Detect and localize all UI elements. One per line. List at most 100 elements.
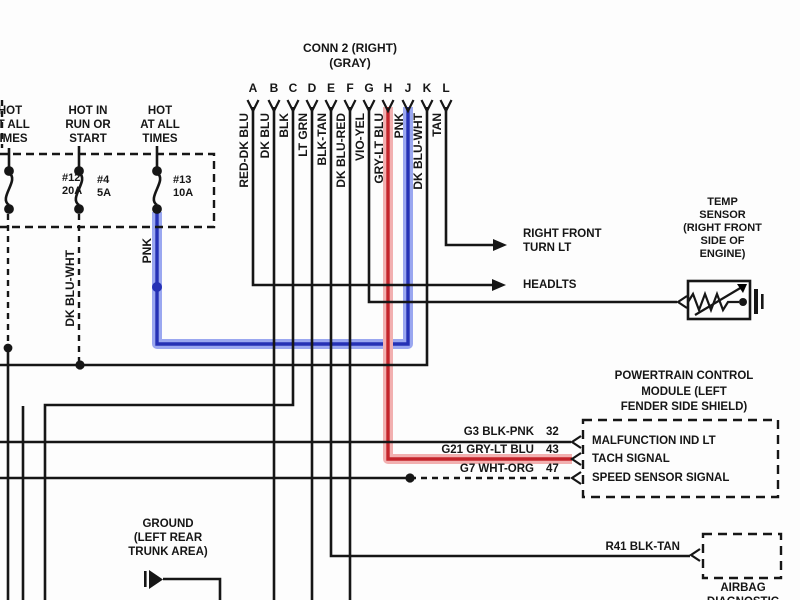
temp-sensor-ground-bar1 [754,289,758,314]
circuit-label: G21 GRY-LT BLU [441,444,534,456]
pin-letter-c: C [288,81,298,95]
pin-fork [401,99,415,114]
pcm-pin32-fork [570,435,582,449]
airbag-title-line: DIAGNOSTIC [682,595,800,600]
fuse12-element [4,171,14,207]
wire-label-pinC: BLK [277,113,291,138]
connector-title-line2: (GRAY) [329,56,371,70]
wire-label-pinG: VIO-YEL [353,113,367,162]
tach-wire-core [386,107,572,461]
power-label-2: HOT IN RUN OR START [38,104,138,146]
pin-letter-e: E [326,81,335,95]
connector-pin-terminals [246,99,453,114]
pin-letter-d: D [307,81,317,95]
temp-sensor-line: ENGINE) [699,248,746,260]
wire-pinA-headlts [251,107,492,287]
power-label-line: START [69,133,107,145]
pcm-signal-tach: TACH SIGNAL [592,453,670,465]
fuse12-bottom-terminal [4,204,14,214]
fuse-id: #12 [62,172,81,184]
circuit-label: G7 WHT-ORG [459,463,534,475]
pin-fork [286,99,300,114]
ground-label-line: GROUND [142,518,194,530]
right-front-turn-label: RIGHT FRONT TURN LT [523,227,602,255]
pcm-circuit-row-43: G21 GRY-LT BLU 43 [320,444,568,456]
right-front-turn-line2: TURN LT [523,242,572,254]
temp-sensor-line: TEMP [707,196,738,208]
wire-label-pinL: TAN [430,113,444,137]
ground-bar [144,571,147,587]
power-label-line: HOT [147,105,173,117]
fuse13-label: #13 10A [173,174,193,200]
pin-fork [381,99,395,114]
pin-fork [420,99,434,114]
right-front-turn-line1: RIGHT FRONT [523,228,602,240]
pin-fork [305,99,319,114]
wire-ground-run [163,577,222,600]
headlts-label: HEADLTS [523,279,577,291]
junction-dot-whtorg [405,473,415,483]
pin-fork [439,99,453,114]
pcm-title-line: POWERTRAIN CONTROL [614,370,754,382]
ground-symbol [144,570,163,589]
temp-sensor-resistor [687,290,739,314]
connector-title: CONN 2 (RIGHT) (GRAY) [272,41,428,71]
pin-fork [246,99,260,114]
pcm-box [581,418,780,499]
airbag-box [701,532,783,580]
fuse-id: #13 [173,174,192,186]
temp-sensor-fork [676,295,688,309]
temp-sensor-line: SENSOR [699,209,746,221]
junction-dot-dkbluwht [75,360,85,370]
wire-pinG-tempsensor [367,107,677,304]
power-label-line: AT ALL [0,119,30,131]
power-label-line: AT ALL [140,119,180,131]
airbag-title: AIRBAG DIAGNOSTIC [682,581,800,600]
pcm-signal-speed: SPEED SENSOR SIGNAL [592,472,730,484]
pcm-title-line: FENDER SIDE SHIELD) [620,401,748,413]
wire-pinK-dkbluwht [0,107,429,367]
wire-label-pinD: LT GRN [296,113,310,157]
power-label-line: HOT IN [68,105,108,117]
temp-sensor-terminal-dot [739,298,747,306]
black-wires [0,107,690,600]
circuit-label: G3 BLK-PNK [463,426,534,438]
wire-label-pinB: DK BLU [258,113,272,159]
pin-letter-k: K [422,81,432,95]
turn-lt-arrow [493,239,507,251]
power-label-line: RUN OR [65,119,111,131]
wire-label-pnk: PNK [140,238,154,264]
pin-letter-l: L [442,81,450,95]
temp-sensor-arrow-tip [737,284,747,293]
pcm-pin-number: 32 [546,426,559,438]
power-label-line: TIMES [142,133,178,145]
fuse13-element [152,171,162,207]
pnk-splice-dot [152,282,162,292]
power-label-3: HOT AT ALL TIMES [110,104,210,146]
pcm-pin-number: 43 [546,444,559,456]
wire-pinC [43,107,295,600]
ground-label-line: (LEFT REAR [133,532,203,544]
wire-label-pinE: BLK-TAN [315,113,329,166]
temp-sensor-variable-arrow [694,286,743,316]
headlts-arrow [492,279,506,291]
ground-label: GROUND (LEFT REAR TRUNK AREA) [102,517,234,559]
pin-fork [267,99,281,114]
junction-dots [3,343,415,483]
pin-letter-f: F [346,81,354,95]
pin-fork [324,99,338,114]
pin-letter-j: J [404,81,412,95]
pcm-title: POWERTRAIN CONTROL MODULE (LEFT FENDER S… [572,369,796,416]
pin-letter-h: H [383,81,393,95]
pin-letter-a: A [248,81,258,95]
arrowheads [492,239,507,291]
pin-fork [343,99,357,114]
temp-sensor-label: TEMP SENSOR (RIGHT FRONT SIDE OF ENGINE) [660,196,785,261]
fuse-id: #4 [97,174,110,186]
fuse4-bottom-terminal [74,204,84,214]
dashed-wires [0,100,572,480]
fuse12-label: #12 20A [62,172,82,198]
wire-label-pinJ: PNK [392,113,406,139]
